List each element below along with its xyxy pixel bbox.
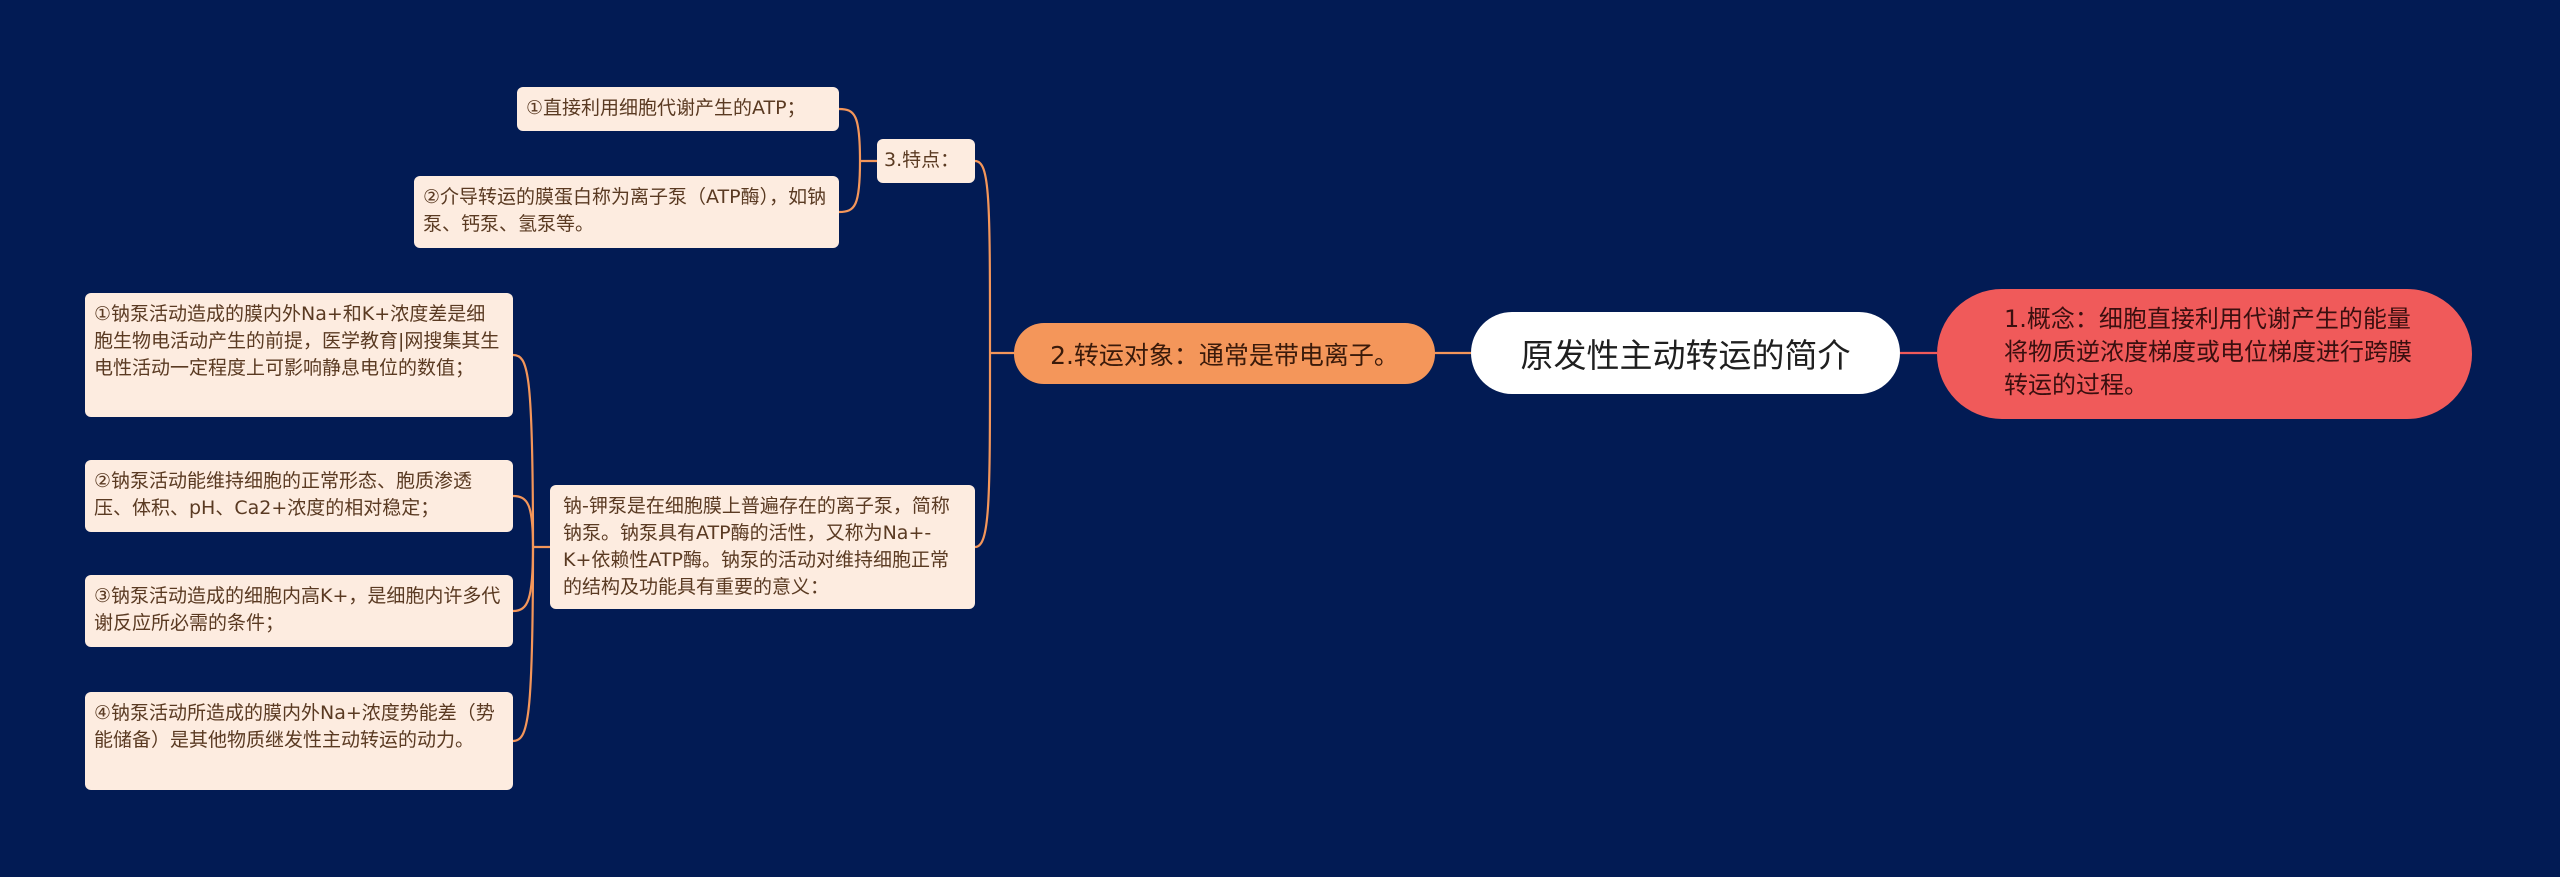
feature-item-2[interactable]: ②介导转运的膜蛋白称为离子泵（ATP酶），如钠泵、钙泵、氢泵等。 — [414, 176, 839, 248]
pump-effect-2-label: ②钠泵活动能维持细胞的正常形态、胞质渗透压、体积、pH、Ca2+浓度的相对稳定； — [94, 470, 473, 519]
pump-effect-3-label: ③钠泵活动造成的细胞内高K+，是细胞内许多代谢反应所必需的条件； — [94, 585, 501, 634]
pump-effect-1-label: ①钠泵活动造成的膜内外Na+和K+浓度差是细胞生物电活动产生的前提，医学教育|网… — [94, 303, 500, 379]
pump-effect-4-label: ④钠泵活动所造成的膜内外Na+浓度势能差（势能储备）是其他物质继发性主动转运的动… — [94, 702, 495, 751]
feature-item-1-label: ①直接利用细胞代谢产生的ATP； — [526, 97, 806, 119]
transport-target-node[interactable]: 2.转运对象：通常是带电离子。 — [1014, 323, 1435, 384]
pump-effect-2[interactable]: ②钠泵活动能维持细胞的正常形态、胞质渗透压、体积、pH、Ca2+浓度的相对稳定； — [85, 460, 513, 532]
central-topic-label: 原发性主动转运的简介 — [1520, 336, 1851, 375]
sodium-pump-label: 钠-钾泵是在细胞膜上普遍存在的离子泵，简称钠泵。钠泵具有ATP酶的活性，又称为N… — [563, 495, 950, 598]
features-node[interactable]: 3.特点： — [877, 139, 975, 183]
transport-target-label: 2.转运对象：通常是带电离子。 — [1050, 340, 1399, 370]
pump-effect-1[interactable]: ①钠泵活动造成的膜内外Na+和K+浓度差是细胞生物电活动产生的前提，医学教育|网… — [85, 293, 513, 417]
central-topic[interactable]: 原发性主动转运的简介 — [1471, 312, 1900, 394]
sodium-pump-node[interactable]: 钠-钾泵是在细胞膜上普遍存在的离子泵，简称钠泵。钠泵具有ATP酶的活性，又称为N… — [550, 485, 975, 609]
feature-item-1[interactable]: ①直接利用细胞代谢产生的ATP； — [517, 87, 839, 131]
concept-node-label: 1.概念：细胞直接利用代谢产生的能量将物质逆浓度梯度或电位梯度进行跨膜转运的过程… — [2004, 305, 2412, 399]
features-node-label: 3.特点： — [884, 149, 960, 171]
concept-node[interactable]: 1.概念：细胞直接利用代谢产生的能量将物质逆浓度梯度或电位梯度进行跨膜转运的过程… — [1937, 289, 2472, 419]
pump-effect-3[interactable]: ③钠泵活动造成的细胞内高K+，是细胞内许多代谢反应所必需的条件； — [85, 575, 513, 647]
feature-item-2-label: ②介导转运的膜蛋白称为离子泵（ATP酶），如钠泵、钙泵、氢泵等。 — [423, 186, 827, 235]
pump-effect-4[interactable]: ④钠泵活动所造成的膜内外Na+浓度势能差（势能储备）是其他物质继发性主动转运的动… — [85, 692, 513, 790]
